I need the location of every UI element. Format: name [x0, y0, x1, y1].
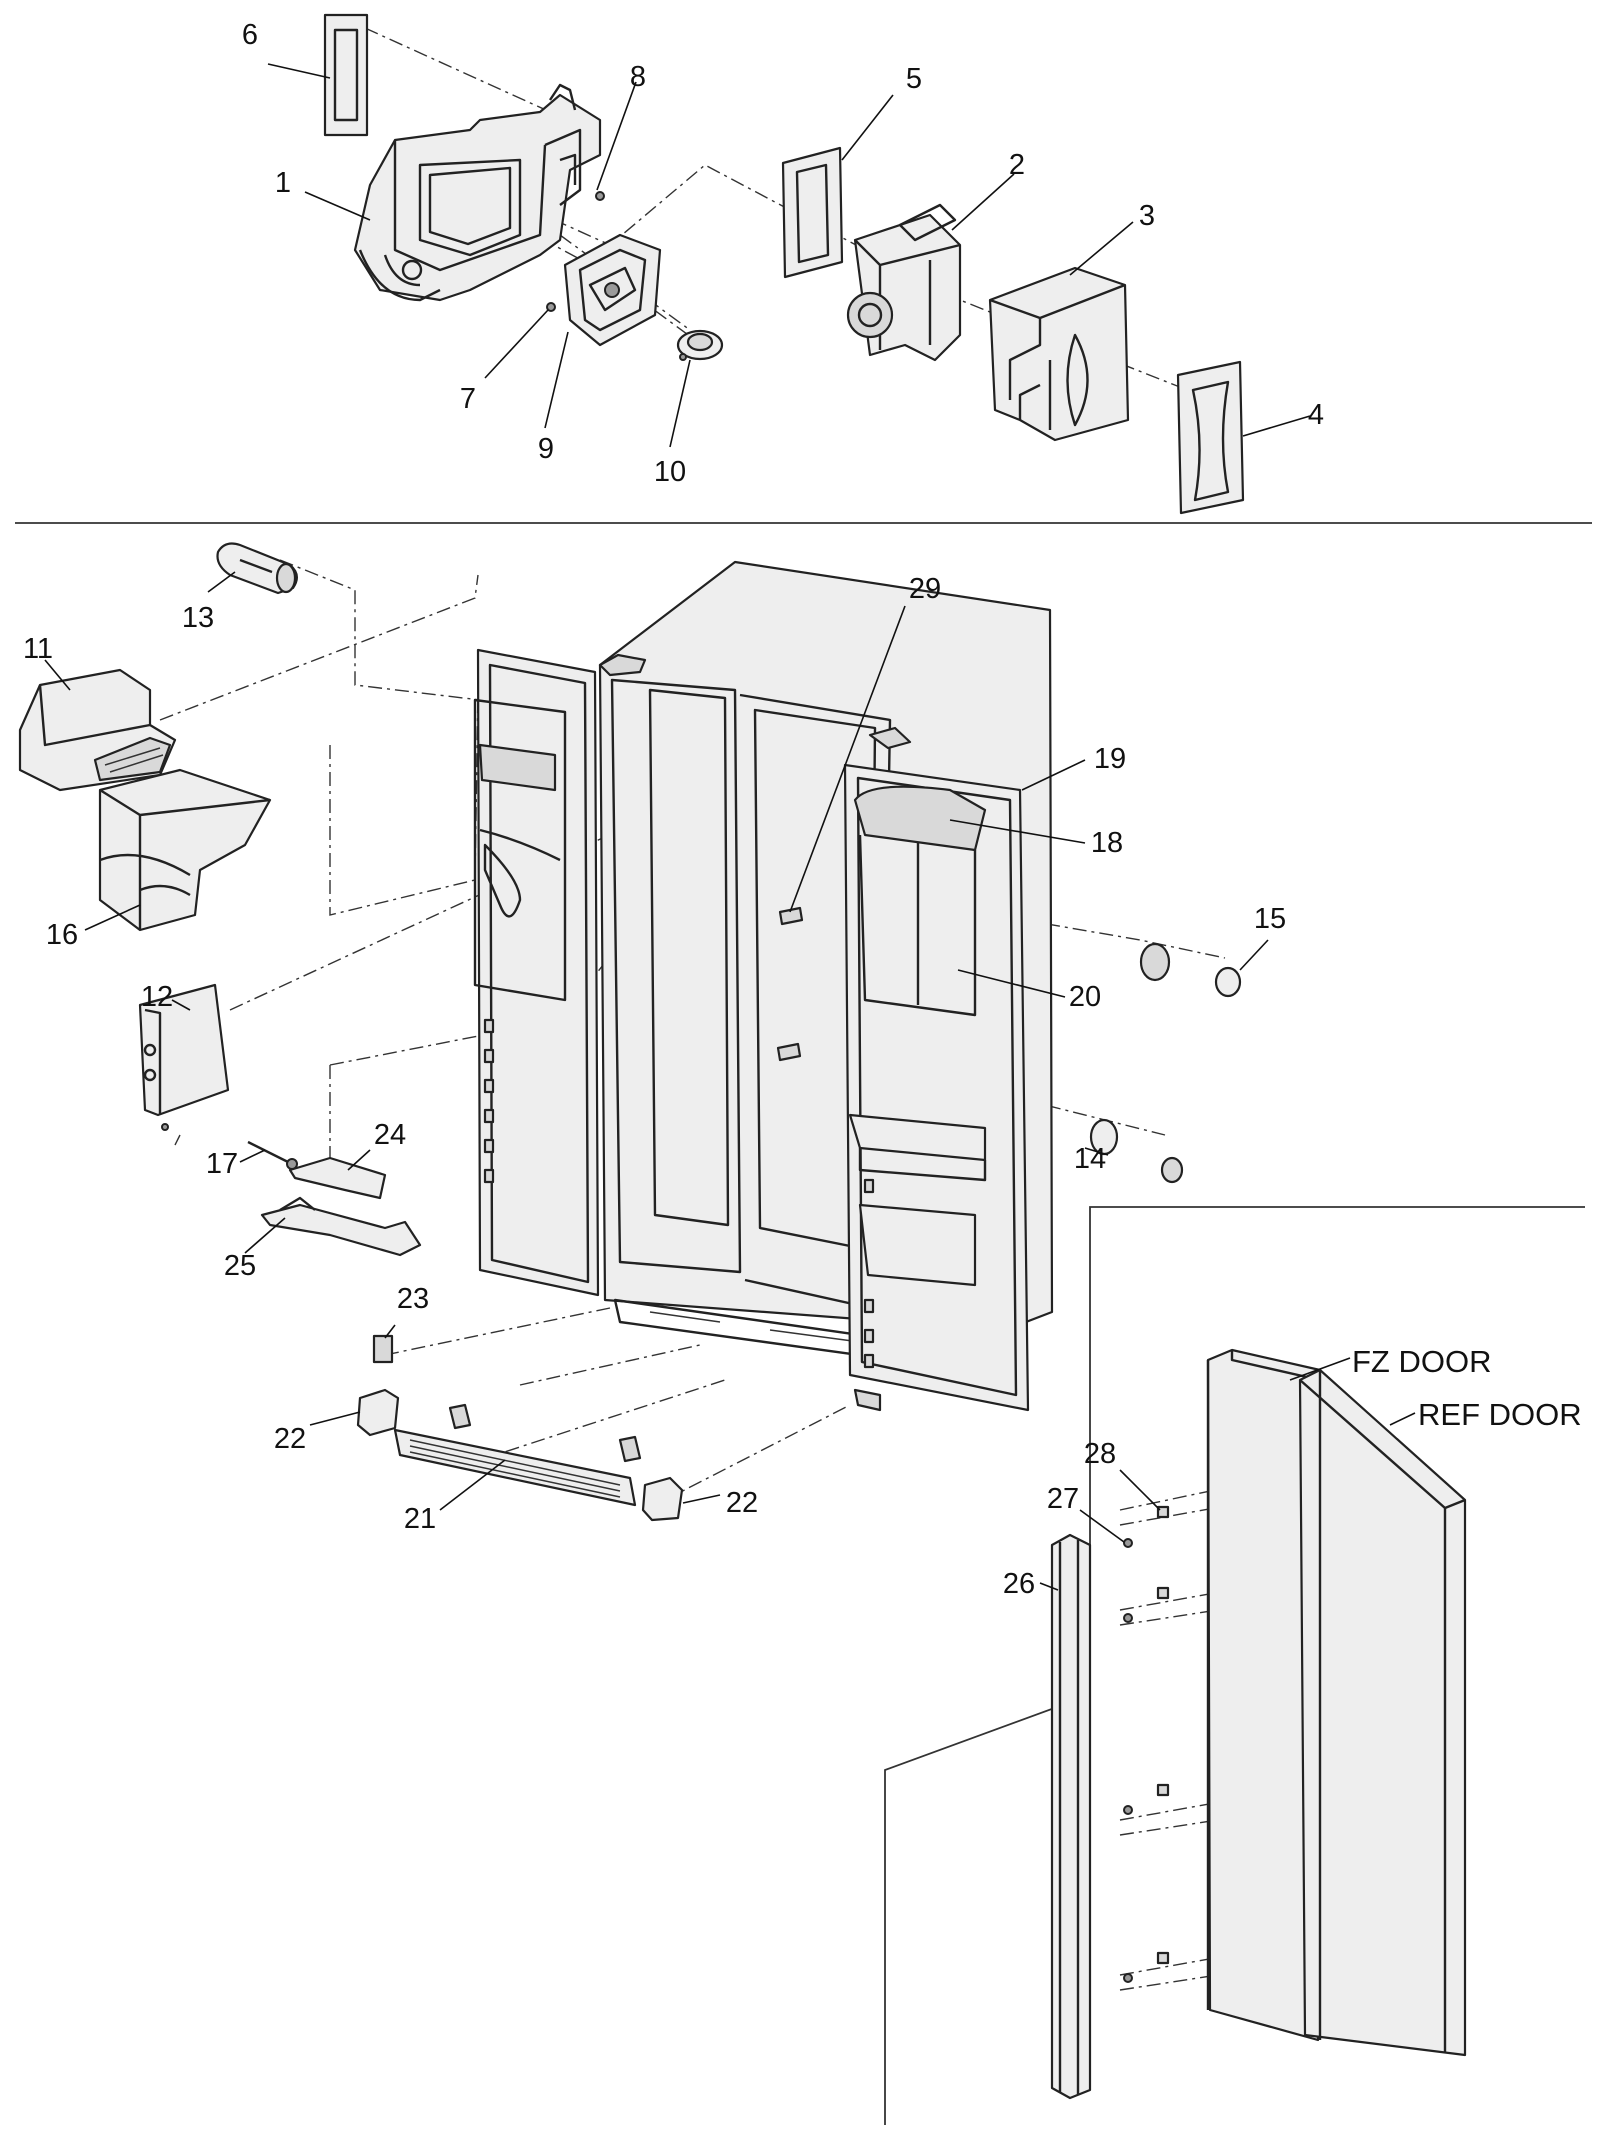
callout-19: 19 [1094, 743, 1126, 775]
callout-14: 14 [1074, 1143, 1106, 1175]
part-21-toe-grille [393, 1403, 642, 1507]
door-panel-section: FZ DOOR REF DOOR 28 27 26 [884, 1206, 1585, 2125]
part-13-water-filter [216, 542, 298, 595]
freezer-door-shelf-notches [483, 1018, 495, 1184]
callout-22-right: 22 [726, 1487, 758, 1519]
callout-29: 29 [909, 573, 941, 605]
part-3-cover [988, 266, 1130, 442]
callout-18: 18 [1091, 827, 1123, 859]
part-4-gasket [1176, 360, 1245, 515]
part-9-motor-bracket [563, 233, 662, 347]
callout-23: 23 [397, 1283, 429, 1315]
part-12-bracket [138, 983, 230, 1131]
refrigerator-door-panel [1298, 1368, 1467, 2057]
part-14-cam [1089, 942, 1171, 1156]
callout-5: 5 [906, 63, 922, 95]
callout-27: 27 [1047, 1483, 1079, 1515]
part-5-gasket [781, 146, 844, 279]
callout-3: 3 [1139, 200, 1155, 232]
callout-24: 24 [374, 1119, 406, 1151]
refrigerator-door-shelf-notches [863, 1178, 875, 1369]
callout-22-left: 22 [274, 1423, 306, 1455]
refrigerator-door-liner [843, 763, 1030, 1412]
callout-20: 20 [1069, 981, 1101, 1013]
part-25-bracket [260, 1196, 422, 1257]
callout-15: 15 [1254, 903, 1286, 935]
callout-13: 13 [182, 602, 214, 634]
freezer-door-liner [473, 648, 600, 1297]
part-6-gasket [323, 13, 369, 137]
callout-1: 1 [275, 167, 291, 199]
part-26-door-gasket-strip [1050, 1533, 1092, 2100]
callout-12: 12 [141, 981, 173, 1013]
callout-8: 8 [630, 61, 646, 93]
callout-17: 17 [206, 1148, 238, 1180]
callout-16: 16 [46, 919, 78, 951]
callout-11: 11 [23, 633, 53, 665]
callout-6: 6 [242, 19, 258, 51]
part-10-bearing [676, 329, 724, 361]
part-8-screw [595, 191, 605, 201]
part-2-auger-motor [846, 203, 962, 362]
top-section: 6 8 1 5 2 3 4 7 9 10 [242, 13, 1324, 515]
middle-section: 13 11 16 12 17 24 25 23 22 22 21 29 19 1… [18, 542, 1286, 1535]
part-24-bracket [288, 1156, 387, 1200]
part-27-screws [1123, 1538, 1133, 1983]
part-11-ice-bin-cover [18, 668, 177, 792]
part-22-end-cap-right [641, 1476, 684, 1522]
callout-9: 9 [538, 433, 554, 465]
fz-door-label: FZ DOOR [1352, 1344, 1492, 1379]
part-28-clips [1156, 1505, 1170, 1965]
callout-2: 2 [1009, 149, 1025, 181]
callout-26: 26 [1003, 1568, 1035, 1600]
part-29-shelf-clips [776, 906, 804, 1062]
part-22-end-cap-left [356, 1388, 400, 1437]
part-16-ice-bin [98, 768, 272, 932]
callout-21: 21 [404, 1503, 436, 1535]
callout-28: 28 [1084, 1438, 1116, 1470]
callout-4: 4 [1308, 399, 1324, 431]
part-15-cap [1160, 966, 1242, 1184]
callout-10: 10 [654, 456, 686, 488]
part-1-dispenser-housing [353, 83, 602, 302]
part-23-pad [372, 1334, 394, 1364]
callout-7: 7 [460, 383, 476, 415]
part-7-screw [546, 302, 556, 312]
ref-door-label: REF DOOR [1418, 1397, 1582, 1432]
freezer-door-panel [1206, 1348, 1322, 2042]
callout-25: 25 [224, 1250, 256, 1282]
